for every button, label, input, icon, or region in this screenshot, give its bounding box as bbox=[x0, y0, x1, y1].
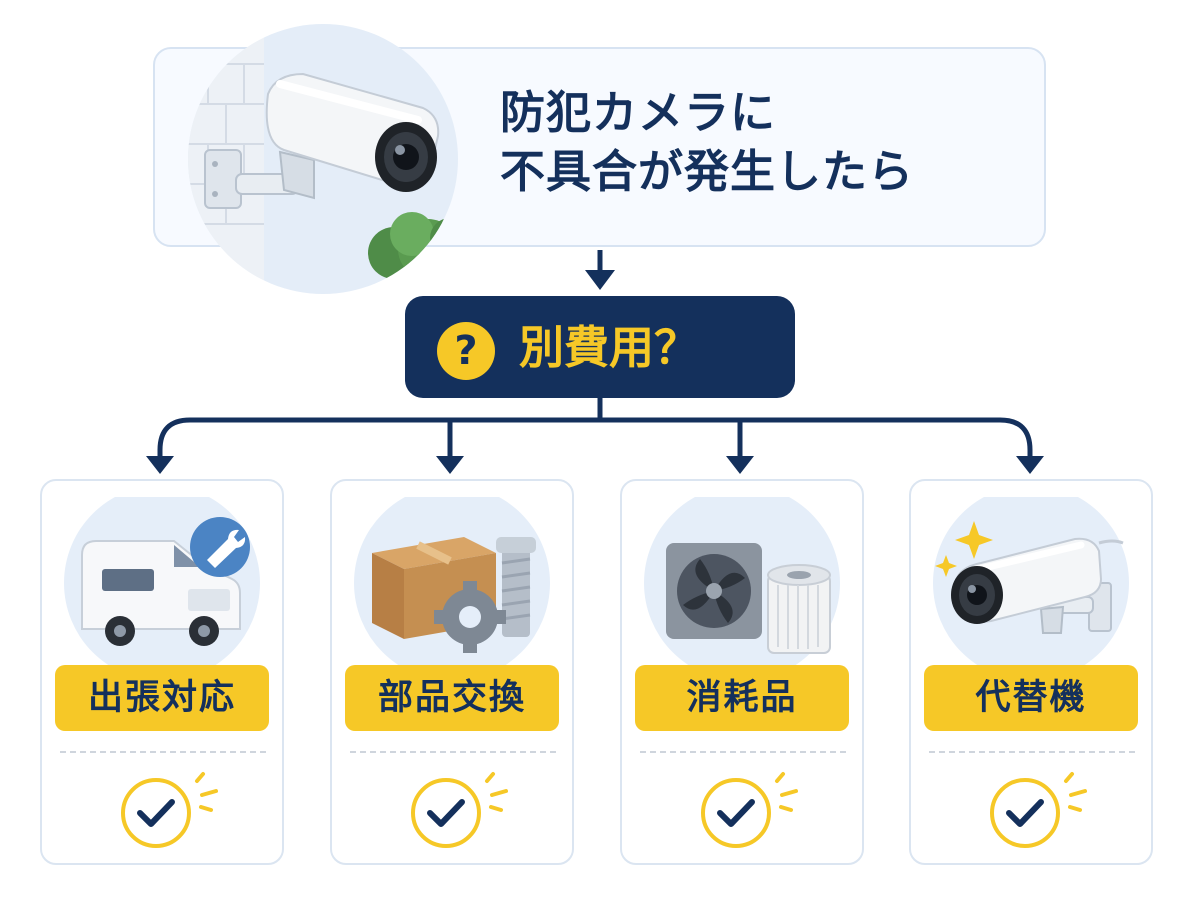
option-card-consumables: 消耗品 bbox=[620, 479, 864, 865]
replacement-camera-icon bbox=[933, 497, 1129, 677]
checkmark-icon bbox=[990, 772, 1087, 848]
option-card-parts-replacement: 部品交換 bbox=[330, 479, 574, 865]
arrow-down-icon bbox=[436, 456, 464, 474]
arrow-down-icon bbox=[1016, 456, 1044, 474]
question-label: 別費用？ bbox=[519, 321, 700, 374]
checkmark-icon bbox=[411, 772, 508, 848]
security-camera-icon bbox=[188, 24, 458, 294]
parts-box-gear-icon bbox=[354, 497, 550, 677]
option-label: 代替機 bbox=[924, 665, 1138, 731]
title-line-2: 不具合が発生したら bbox=[500, 145, 915, 199]
option-card-travel-service: 出張対応 bbox=[40, 479, 284, 865]
service-van-wrench-icon bbox=[64, 497, 260, 677]
checkmark-icon bbox=[121, 772, 218, 848]
page-title: 防犯カメラに 不具合が発生したら bbox=[500, 83, 1020, 202]
divider bbox=[60, 751, 266, 753]
arrow-down-icon bbox=[585, 270, 615, 290]
question-mark-icon: ? bbox=[437, 322, 495, 380]
fan-filter-icon bbox=[644, 497, 840, 677]
option-card-replacement-unit: 代替機 bbox=[909, 479, 1153, 865]
title-line-1: 防犯カメラに bbox=[500, 86, 777, 139]
camera-illustration-circle bbox=[188, 24, 458, 294]
option-label: 消耗品 bbox=[635, 665, 849, 731]
option-label: 部品交換 bbox=[345, 665, 559, 731]
divider bbox=[640, 751, 846, 753]
arrow-down-icon bbox=[726, 456, 754, 474]
question-box: ? 別費用？ bbox=[405, 296, 795, 398]
divider bbox=[929, 751, 1135, 753]
checkmark-icon bbox=[701, 772, 798, 848]
divider bbox=[350, 751, 556, 753]
arrow-down-icon bbox=[146, 456, 174, 474]
option-label: 出張対応 bbox=[55, 665, 269, 731]
